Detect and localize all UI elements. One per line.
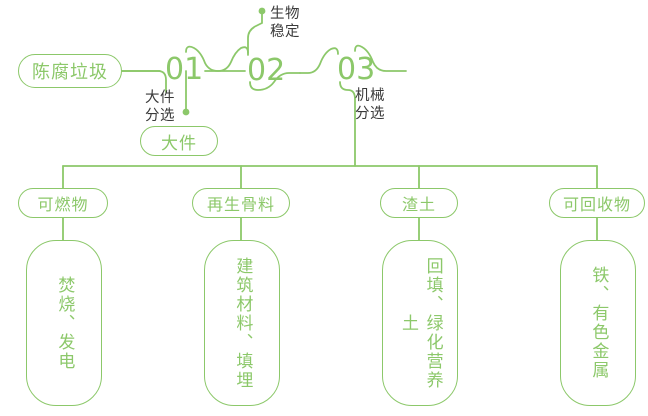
node-dot-daijian	[182, 108, 190, 116]
destination-label-3: 回填、绿化营养土	[399, 256, 443, 390]
category-label-1: 可燃物	[37, 197, 89, 214]
category-label-4: 可回收物	[562, 197, 631, 214]
node-dot-shengwu	[258, 7, 266, 15]
destination-label-1: 焚烧、发电	[55, 275, 75, 371]
stage-output-label-daijian: 大件	[161, 133, 197, 153]
destination-label-4: 铁、有色金属	[589, 266, 609, 380]
destination-box-3[interactable]: 回填、绿化营养土	[382, 240, 458, 406]
wire-03-drop-to-bus	[339, 81, 356, 167]
category-label-3: 渣土	[401, 197, 436, 214]
category-pill-3[interactable]: 渣土	[380, 188, 458, 218]
category-pill-2[interactable]: 再生骨料	[192, 188, 290, 218]
destination-box-4[interactable]: 铁、有色金属	[560, 240, 636, 406]
wire-01-left-arc	[120, 70, 167, 93]
category-label-2: 再生骨料	[206, 197, 275, 214]
stage-annotation-02: 生物 稳定	[270, 6, 300, 40]
wire-02-left-curl	[204, 46, 249, 72]
wire-03-out	[354, 44, 407, 72]
destination-box-1[interactable]: 焚烧、发电	[26, 240, 102, 406]
stage-annotation-03: 机械 分选	[355, 88, 385, 122]
wire-02-to-03	[249, 72, 301, 91]
source-pill-label: 陈腐垃圾	[32, 62, 108, 82]
category-pill-4[interactable]: 可回收物	[549, 188, 645, 218]
stage-number-03: 03	[337, 52, 376, 87]
source-pill[interactable]: 陈腐垃圾	[18, 54, 122, 88]
stage-output-pill-daijian[interactable]: 大件	[140, 126, 218, 156]
wire-02-to-shengwu	[247, 13, 263, 56]
stage-annotation-01: 大件 分选	[145, 90, 175, 124]
destination-label-2: 建筑材料、填埋	[233, 256, 253, 390]
stage-number-01: 01	[165, 52, 204, 87]
stage-number-02: 02	[247, 53, 286, 88]
destination-box-2[interactable]: 建筑材料、填埋	[204, 240, 280, 406]
category-pill-1[interactable]: 可燃物	[18, 188, 108, 218]
wire-01-to-02	[185, 45, 246, 72]
wire-03-left-curl	[299, 47, 339, 74]
